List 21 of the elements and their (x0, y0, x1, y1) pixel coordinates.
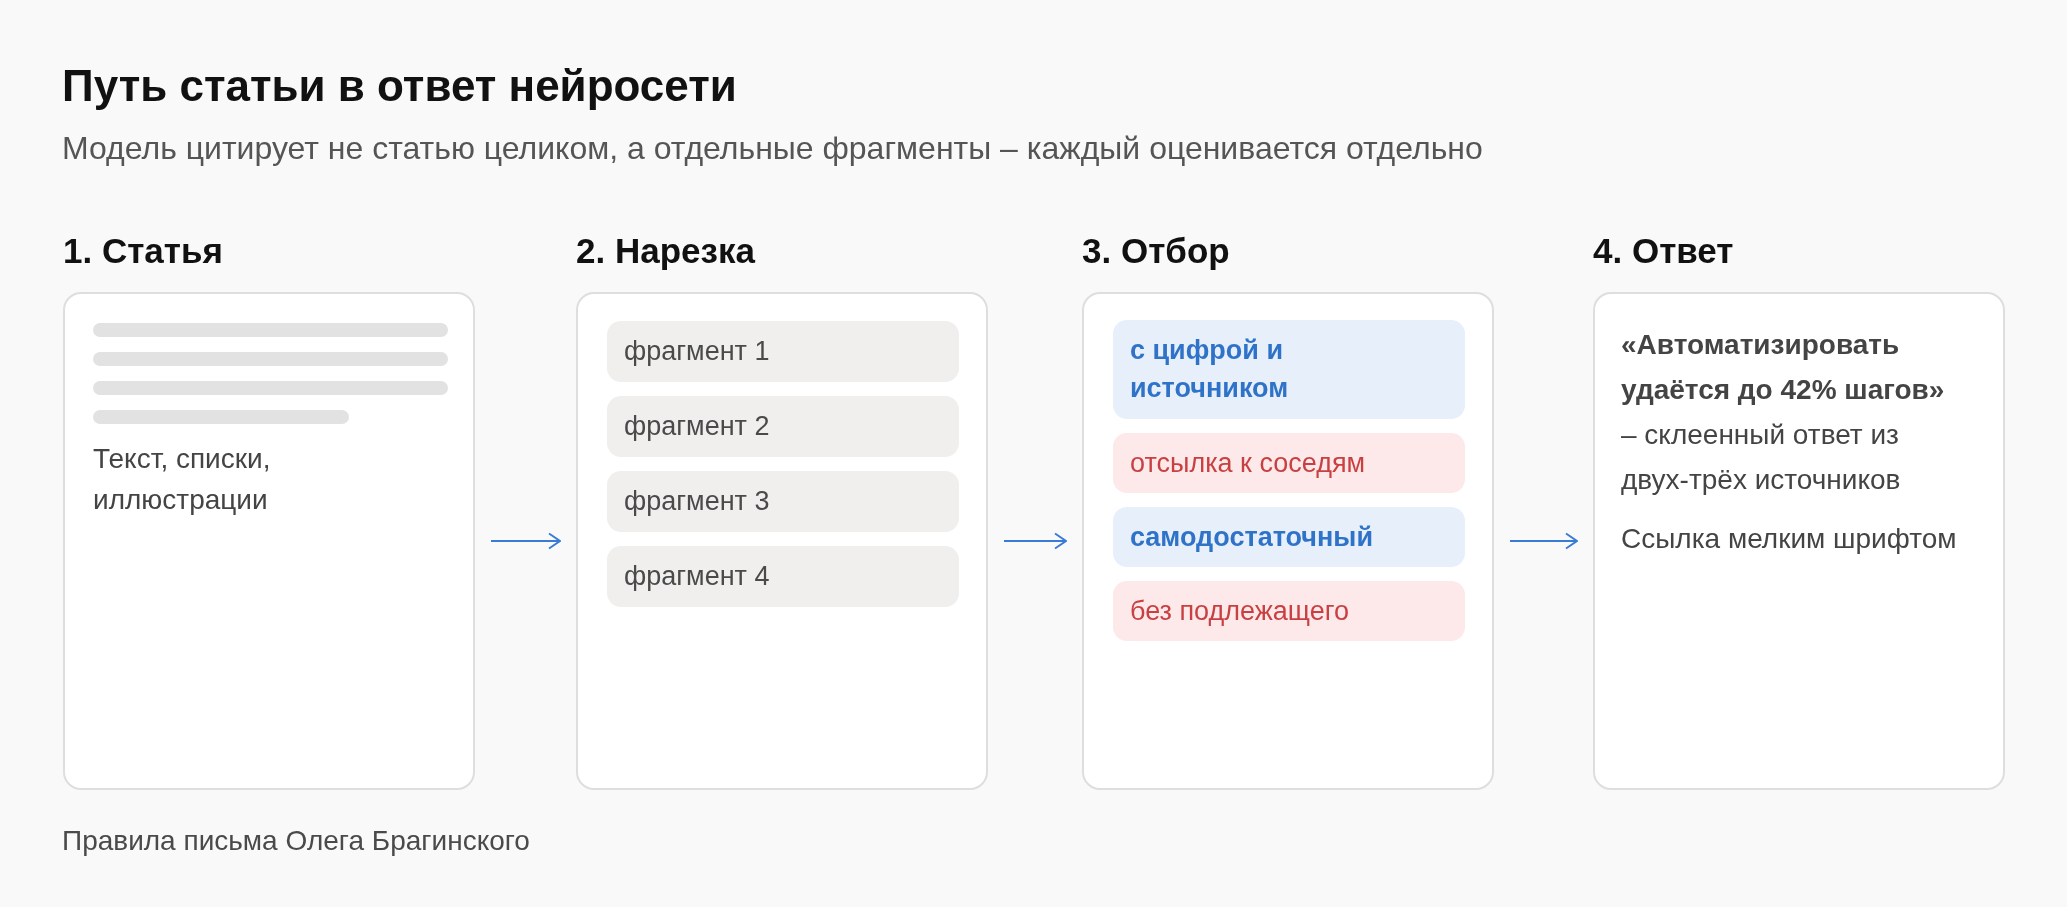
arrow (1509, 532, 1578, 550)
subtitle: Модель цитирует не статью целиком, а отдельные фрагменты – каждый оценивается отдельно (62, 129, 1483, 167)
stage-heading: 2. Нарезка (576, 230, 755, 272)
stage-heading: 3. Отбор (1082, 230, 1230, 272)
arrow (1003, 532, 1067, 550)
fragment-chip: без подлежащего (1113, 581, 1465, 641)
stage-heading: 4. Ответ (1593, 230, 1734, 272)
arrow (490, 532, 561, 550)
diagram-title: Путь статьи в ответ нейросети (62, 60, 737, 112)
fragment-chip: фрагмент 4 (607, 546, 959, 607)
fragment-chip: фрагмент 2 (607, 396, 959, 457)
fragment-chip: фрагмент 3 (607, 471, 959, 532)
source-note: Правила письма Олега Брагинского (62, 824, 530, 858)
fragment-chip: самодостаточный (1113, 507, 1465, 567)
card-text: Текст, списки, иллюстрации (93, 442, 272, 517)
stage-heading: 1. Статья (63, 230, 223, 272)
fragment-chip: фрагмент 1 (607, 321, 959, 382)
card-text: Ссылка мелким шрифтом (1621, 522, 1958, 556)
card-text: «Автоматизировать удаётся до 42% шагов» – склеенный ответ из двух-трёх источников (1621, 328, 1946, 497)
fragment-chip: с цифрой и источником (1113, 320, 1465, 419)
fragment-chip: отсылка к соседям (1113, 433, 1465, 493)
